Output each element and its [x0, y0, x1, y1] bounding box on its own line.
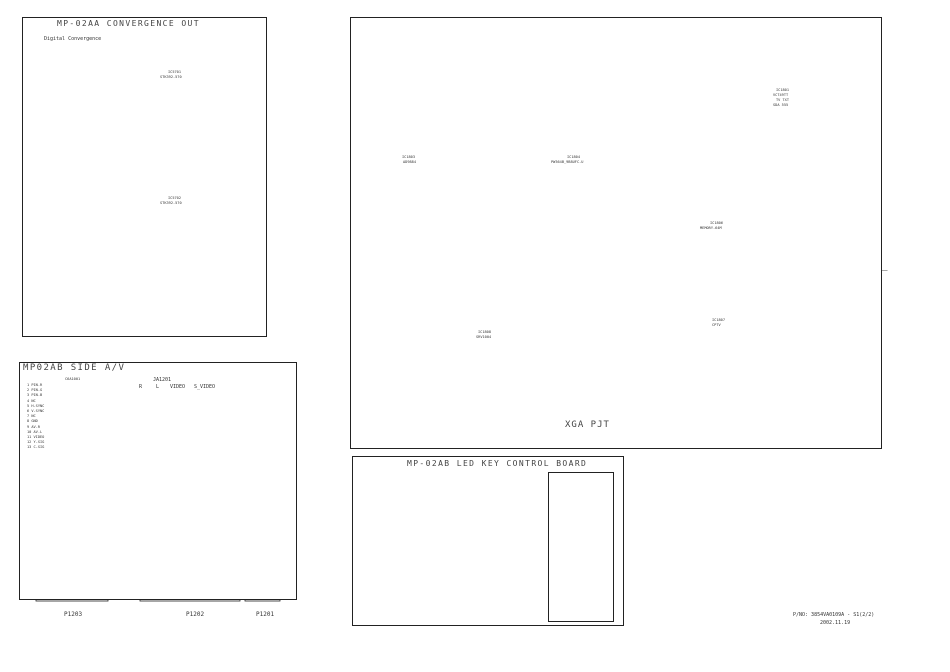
pin-list-item: 5 H-SYNC — [27, 403, 45, 408]
convergence-panel: MP-02AA CONVERGENCE OUT — [22, 17, 267, 337]
connector-p1201: P1201 — [256, 611, 275, 618]
led-key-title: MP-02AB LED KEY CONTROL BOARD — [407, 459, 588, 468]
jack-label-r: R — [139, 384, 143, 390]
ic1801-line-2: TV TXT — [776, 98, 789, 102]
pin-list-item: 2 PIN-G — [27, 388, 43, 393]
ic1808-ref: IC1808 — [478, 330, 491, 334]
ic1801-ref: IC1801 — [776, 88, 789, 92]
revision-date: 2002.11.19 — [820, 620, 851, 626]
jack-label-svideo: S_VIDEO — [194, 384, 216, 390]
pin-list-item: 10 AV-L — [27, 429, 43, 434]
dsub-ref: C6A1001 — [65, 377, 81, 381]
xga-pjt-label: XGA PJT — [565, 420, 610, 430]
ic5701-ref: IC5701 — [168, 70, 181, 74]
ic5701-part: STK392-570 — [160, 75, 182, 79]
ic5702-ref: IC5702 — [168, 196, 181, 200]
connector-p1202: P1202 — [186, 611, 205, 618]
ic1808-part: SRV1004 — [476, 335, 492, 339]
pin-list-item: 1 PIN-R — [27, 383, 43, 387]
convergence-subtitle: Digital Convergence — [44, 36, 102, 42]
pin-list-item: 7 NC — [27, 414, 36, 419]
ic1804-part: PW364B_9B8UFC-U — [551, 160, 584, 164]
pin-list-item: 11 VIDEO — [27, 435, 45, 439]
jack-label-video: VIDEO — [170, 384, 186, 390]
ic1801-line-1: VCT49TT — [773, 93, 789, 97]
pin-list-item: 6 V-SYNC — [27, 409, 45, 413]
ic1803-part: AD9884 — [403, 160, 416, 164]
pin-list-item: 4 NC — [27, 398, 36, 403]
convergence-title: MP-02AA CONVERGENCE OUT — [57, 19, 200, 28]
ic1807-part: CPTV — [712, 323, 721, 327]
main-board-panel — [350, 17, 882, 449]
pin-list-item: 8 GND — [27, 419, 38, 424]
ic5702-part: STK392-570 — [160, 201, 182, 205]
pin-list-item: 13 C-SIG — [27, 445, 45, 450]
ic1801-line-3: SDA 555 — [773, 103, 789, 107]
connector-p1203: P1203 — [64, 611, 83, 618]
ic1806-part: MEMORY-64M — [700, 226, 722, 230]
pin-list-item: 3 PIN-B — [27, 393, 43, 398]
ic1807-ref: IC1807 — [712, 318, 725, 322]
side-av-title: MP02AB SIDE A/V — [23, 363, 126, 373]
ic1803-ref: IC1803 — [402, 155, 415, 159]
jack-label-l: L — [156, 384, 160, 390]
pin-list-item: 9 AV-R — [27, 424, 40, 429]
part-number: P/NO: 3854VA0109A - S1(2/2) — [793, 612, 875, 618]
ic1804-ref: IC1804 — [567, 155, 580, 159]
side-av-panel: MP02AB SIDE A/V — [19, 362, 297, 600]
led-key-subpanel — [548, 472, 614, 622]
pin-list-item: 12 Y-SIG — [27, 440, 45, 445]
jack-ref: JA1201 — [153, 377, 172, 383]
ic1806-ref: IC1806 — [710, 221, 723, 225]
